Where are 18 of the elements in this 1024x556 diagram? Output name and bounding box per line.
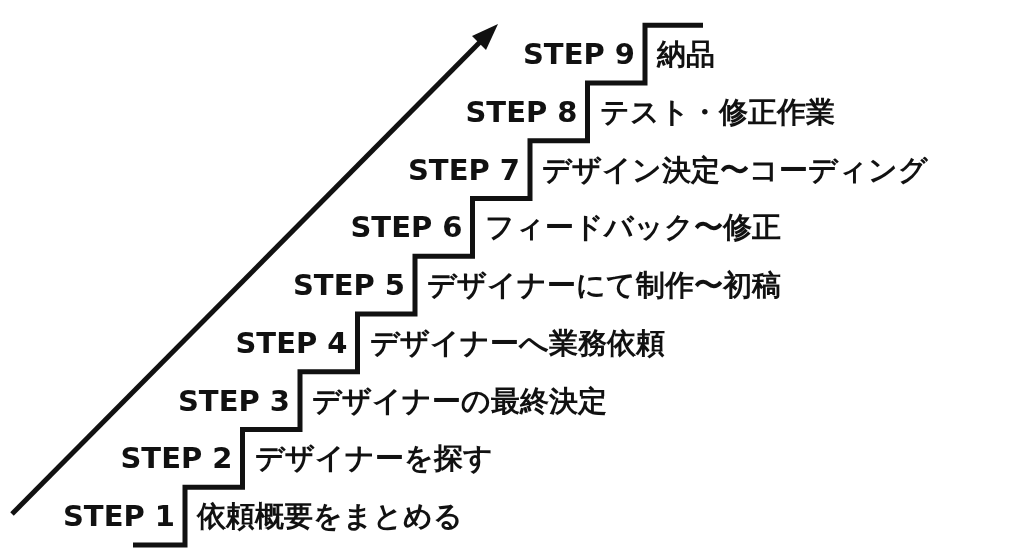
step-text: デザイン決定〜コーディング bbox=[542, 151, 928, 188]
step-number: STEP 9 bbox=[523, 36, 635, 73]
step-number: STEP 8 bbox=[465, 93, 578, 130]
step-text: フィードバック〜修正 bbox=[484, 209, 781, 246]
step-number: STEP 5 bbox=[293, 267, 405, 304]
step-text: 依頼概要をまとめる bbox=[197, 498, 463, 535]
step-text: テスト・修正作業 bbox=[599, 93, 835, 130]
step-number: STEP 7 bbox=[408, 151, 520, 188]
step-text: デザイナーを探す bbox=[254, 440, 493, 477]
step-number: STEP 2 bbox=[120, 440, 233, 477]
step-text: デザイナーにて制作〜初稿 bbox=[427, 267, 781, 304]
step-number: STEP 3 bbox=[178, 382, 290, 419]
step-number: STEP 4 bbox=[235, 324, 348, 361]
step-number: STEP 1 bbox=[63, 498, 175, 535]
step-number: STEP 6 bbox=[350, 209, 463, 246]
step-text: デザイナーへ業務依頼 bbox=[369, 324, 665, 361]
step-text: デザイナーの最終決定 bbox=[312, 382, 607, 419]
step-text: 納品 bbox=[657, 36, 715, 73]
